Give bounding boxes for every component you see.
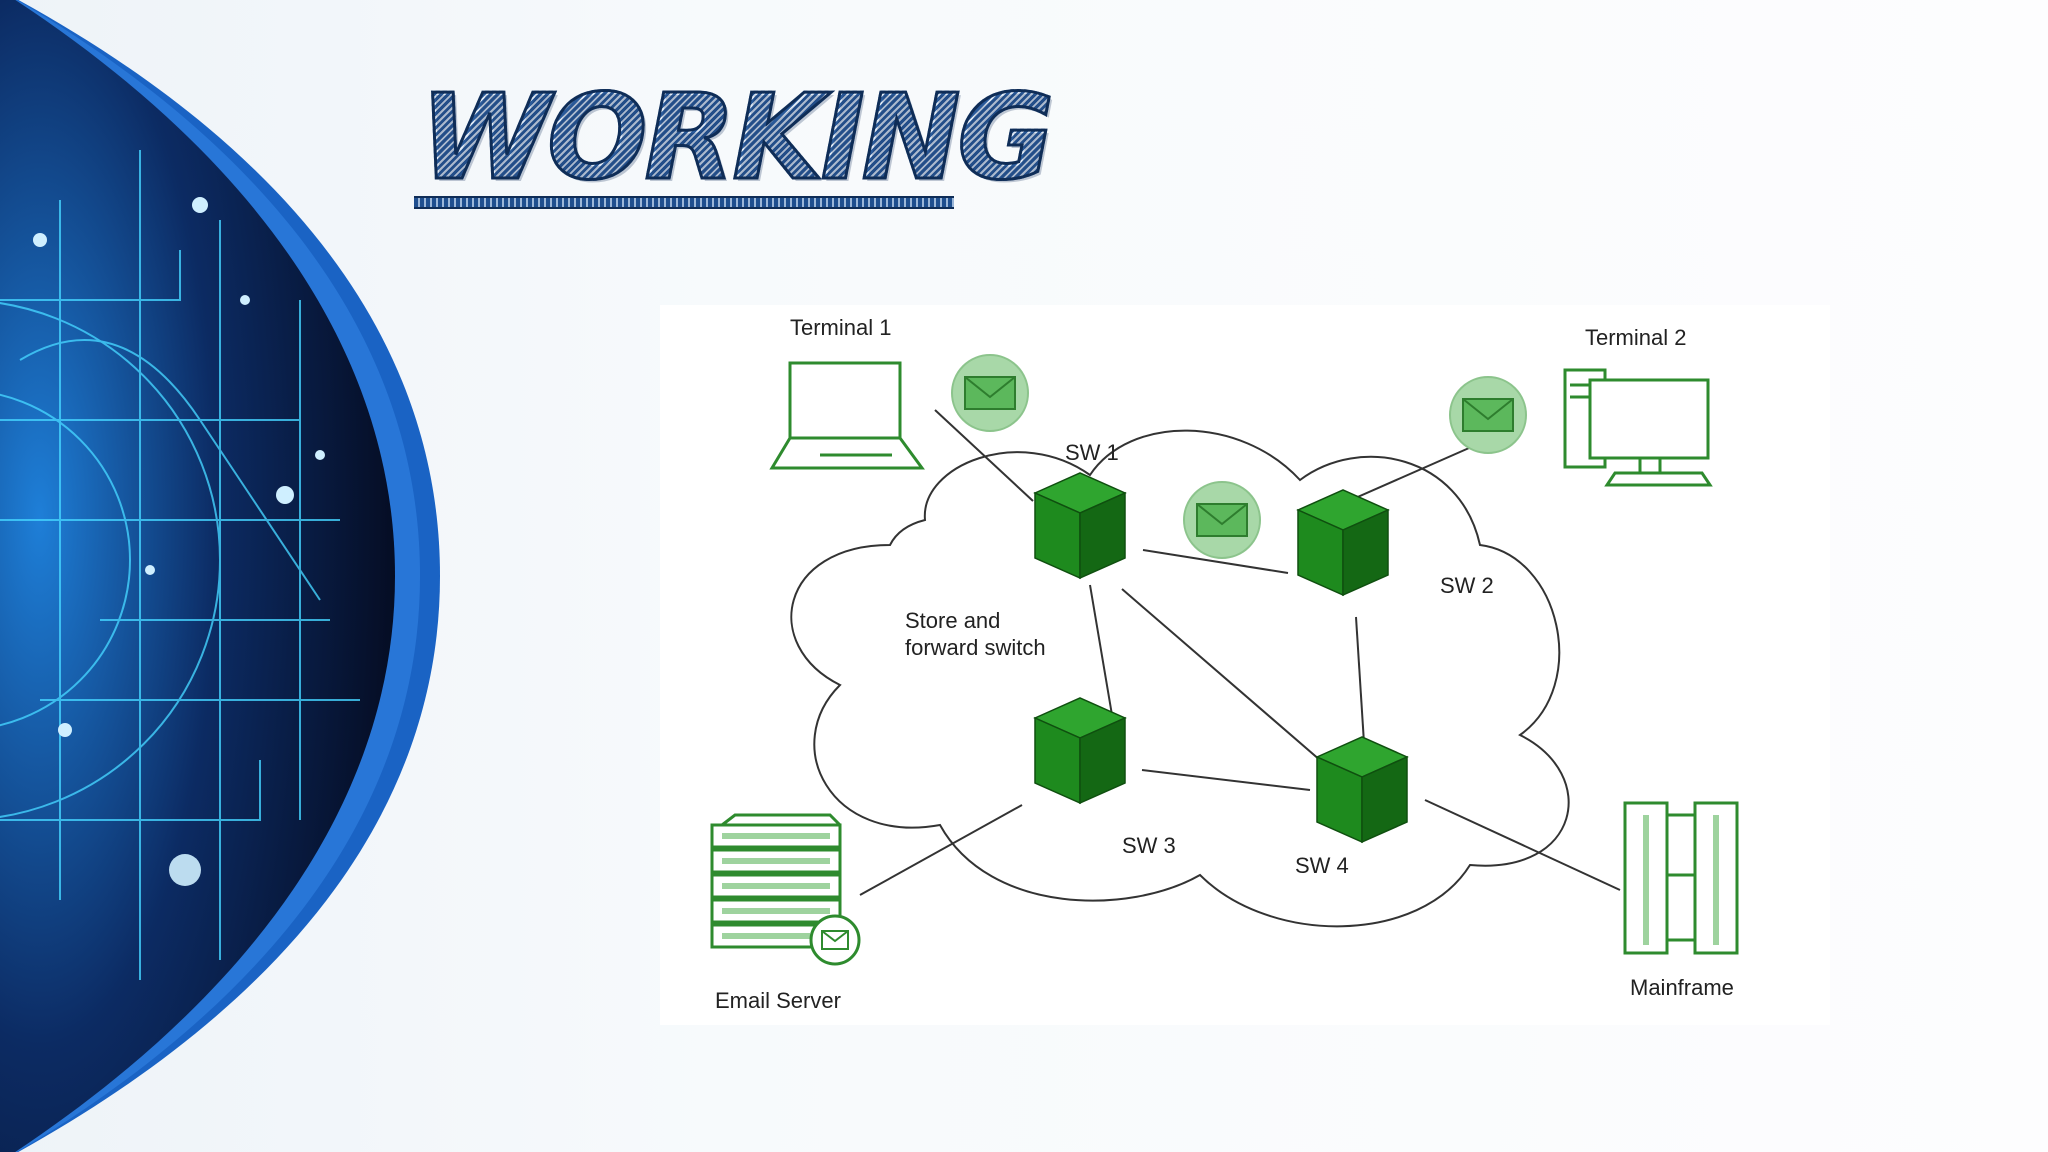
link-sw1-sw3 <box>1089 584 1113 716</box>
label-sw2: SW 2 <box>1440 573 1494 598</box>
label-cloud-line1: Store and <box>905 608 1000 633</box>
slide-title: WORKING <box>418 68 1055 206</box>
switch-sw1 <box>1034 472 1126 579</box>
label-email-server: Email Server <box>715 988 841 1013</box>
message-icon <box>1183 481 1261 559</box>
label-terminal1: Terminal 1 <box>790 315 891 340</box>
circuit-globe-decoration <box>0 0 440 1152</box>
link-sw3-email-server <box>859 804 1023 896</box>
network-diagram-panel: Terminal 1 Terminal 2 SW 1 SW 2 SW 3 SW … <box>660 305 1830 1025</box>
label-sw1: SW 1 <box>1065 440 1119 465</box>
message-icon <box>1449 376 1527 454</box>
link-terminal1-sw1 <box>934 409 1034 502</box>
label-sw4: SW 4 <box>1295 853 1349 878</box>
switch-sw3 <box>1034 697 1126 804</box>
link-sw1-sw4 <box>1121 588 1329 768</box>
label-terminal2: Terminal 2 <box>1585 325 1686 350</box>
switch-sw4 <box>1316 736 1408 843</box>
label-mainframe: Mainframe <box>1630 975 1734 1000</box>
switch-sw2 <box>1297 489 1389 596</box>
title-underline <box>414 196 954 209</box>
link-sw2-sw4 <box>1355 616 1365 744</box>
label-cloud-line2: forward switch <box>905 635 1046 660</box>
message-icon <box>951 354 1029 432</box>
globe-core <box>0 0 395 1152</box>
email-server-icon <box>710 813 861 966</box>
store-and-forward-diagram: Terminal 1 Terminal 2 SW 1 SW 2 SW 3 SW … <box>710 315 1739 1013</box>
link-sw4-mainframe <box>1424 799 1621 891</box>
label-sw3: SW 3 <box>1122 833 1176 858</box>
laptop-icon <box>769 361 925 470</box>
link-sw3-sw4 <box>1141 769 1311 791</box>
link-sw1-sw2 <box>1142 549 1289 574</box>
mainframe-icon <box>1623 801 1739 955</box>
cloud-boundary <box>790 429 1570 928</box>
desktop-computer-icon <box>1563 368 1713 487</box>
